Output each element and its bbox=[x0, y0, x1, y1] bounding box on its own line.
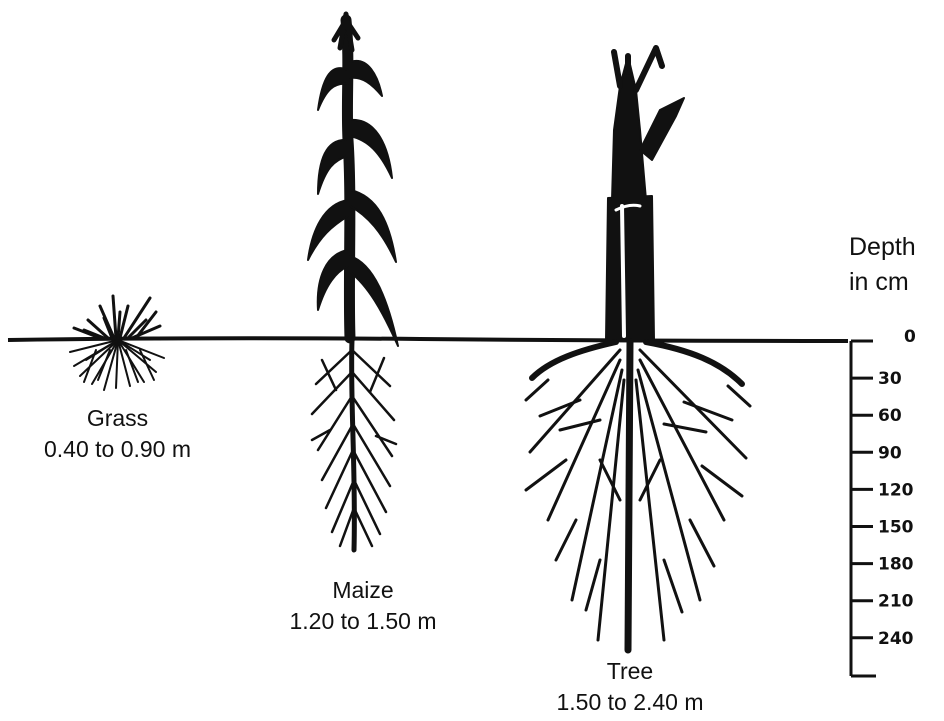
maize-label: Maize 1.20 to 1.50 m bbox=[248, 575, 478, 637]
maize-illustration bbox=[308, 14, 398, 550]
depth-title-line2: in cm bbox=[849, 265, 944, 300]
tree-label: Tree 1.50 to 2.40 m bbox=[515, 656, 745, 718]
depth-tick-label: 30 bbox=[878, 369, 902, 389]
grass-name: Grass bbox=[0, 403, 235, 434]
depth-tick-label: 210 bbox=[878, 592, 914, 612]
depth-tick-label: 180 bbox=[878, 555, 914, 575]
tree-range: 1.50 to 2.40 m bbox=[515, 687, 745, 718]
depth-tick-label: 90 bbox=[878, 443, 902, 463]
tree-name: Tree bbox=[515, 656, 745, 687]
depth-title-line1: Depth bbox=[849, 230, 944, 265]
depth-tick-label: 60 bbox=[878, 406, 902, 426]
depth-tick-label: 150 bbox=[878, 518, 914, 538]
tree-illustration bbox=[526, 48, 750, 650]
depth-tick-label: 240 bbox=[878, 629, 914, 649]
maize-name: Maize bbox=[248, 575, 478, 606]
grass-label: Grass 0.40 to 0.90 m bbox=[0, 403, 235, 465]
grass-range: 0.40 to 0.90 m bbox=[0, 434, 235, 465]
maize-range: 1.20 to 1.50 m bbox=[248, 606, 478, 637]
depth-scale bbox=[851, 341, 876, 676]
depth-ticks bbox=[851, 341, 873, 638]
depth-tick-label: 0 bbox=[904, 327, 916, 347]
depth-tick-labels: 0 30 60 90 120 150 180 210 240 bbox=[878, 327, 916, 649]
depth-scale-title: Depth in cm bbox=[849, 230, 944, 300]
grass-illustration bbox=[70, 296, 164, 390]
depth-tick-label: 120 bbox=[878, 480, 914, 500]
